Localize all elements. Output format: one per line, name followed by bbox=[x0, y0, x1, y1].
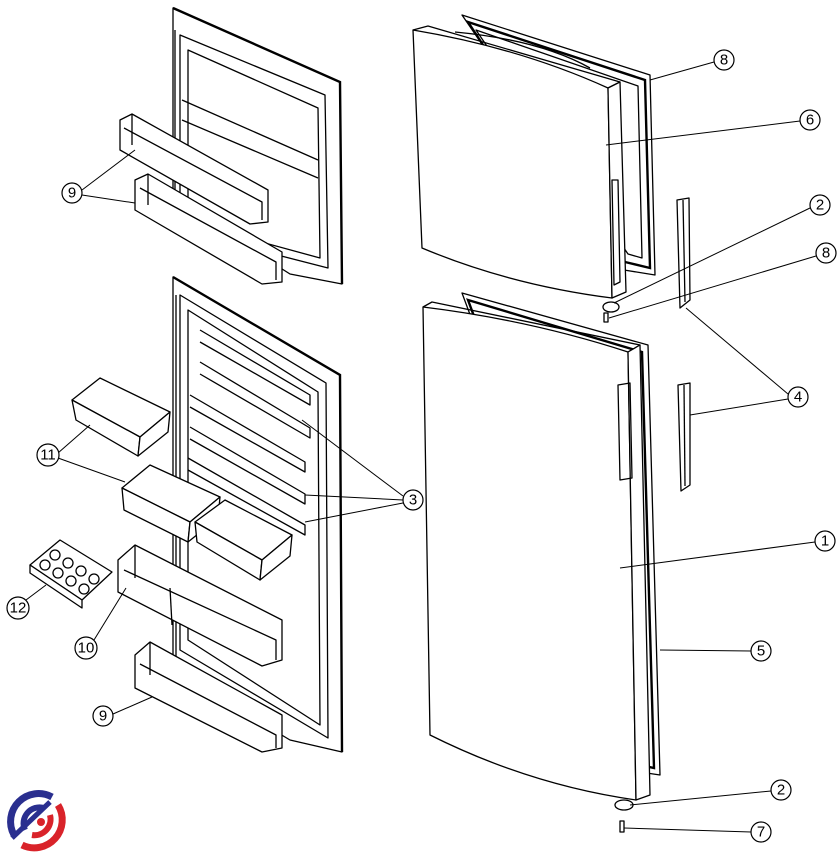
shelf-bin-11a bbox=[71, 377, 171, 457]
callout-8-hinge-pin: 8 bbox=[815, 242, 837, 264]
callout-7-screw: 7 bbox=[750, 821, 772, 843]
svg-text:12: 12 bbox=[10, 600, 27, 617]
door-bin-upper-1 bbox=[119, 113, 269, 225]
svg-text:8: 8 bbox=[720, 52, 728, 69]
svg-text:2: 2 bbox=[777, 782, 785, 799]
door-bin-upper-2 bbox=[134, 173, 283, 285]
callout-11-shelf-bins: 11 bbox=[36, 443, 60, 467]
svg-text:4: 4 bbox=[794, 389, 802, 406]
svg-text:10: 10 bbox=[78, 640, 95, 657]
callout-5-fridge-gasket: 5 bbox=[750, 640, 772, 662]
svg-text:8: 8 bbox=[822, 245, 830, 262]
callout-8-gasket: 8 bbox=[713, 49, 735, 71]
svg-text:6: 6 bbox=[806, 112, 814, 129]
callout-9-lower-bin: 9 bbox=[92, 705, 114, 727]
svg-text:1: 1 bbox=[821, 533, 829, 550]
callout-2-upper-hinge: 2 bbox=[809, 194, 831, 216]
door-handle-lower bbox=[677, 382, 691, 492]
freezer-door bbox=[412, 25, 627, 299]
door-bin-10 bbox=[117, 544, 283, 667]
callout-1-fridge-door: 1 bbox=[814, 530, 836, 552]
fridge-door bbox=[422, 301, 651, 801]
svg-text:11: 11 bbox=[40, 447, 56, 464]
callout-6-freezer-door: 6 bbox=[799, 109, 821, 131]
svg-text:9: 9 bbox=[68, 185, 76, 202]
brand-logo bbox=[7, 790, 66, 852]
callout-9-upper-bins: 9 bbox=[61, 182, 83, 204]
svg-text:5: 5 bbox=[757, 643, 765, 660]
callout-10-door-bin: 10 bbox=[74, 636, 98, 660]
callout-2-lower-hinge: 2 bbox=[770, 779, 792, 801]
svg-text:2: 2 bbox=[816, 197, 824, 214]
shelf-bin-11c bbox=[194, 499, 293, 581]
hinge-upper bbox=[602, 301, 620, 323]
leader-lines bbox=[25, 61, 817, 833]
callout-3-shelf-rails: 3 bbox=[402, 489, 424, 511]
svg-text:7: 7 bbox=[757, 824, 765, 841]
svg-text:9: 9 bbox=[99, 708, 107, 725]
svg-text:3: 3 bbox=[409, 492, 417, 509]
callout-12-egg-tray: 12 bbox=[6, 596, 30, 620]
door-bin-lower bbox=[134, 641, 283, 753]
hinge-lower bbox=[614, 799, 634, 833]
door-handle-upper bbox=[676, 197, 691, 309]
callout-4-handle: 4 bbox=[787, 386, 809, 408]
egg-tray bbox=[29, 539, 113, 609]
